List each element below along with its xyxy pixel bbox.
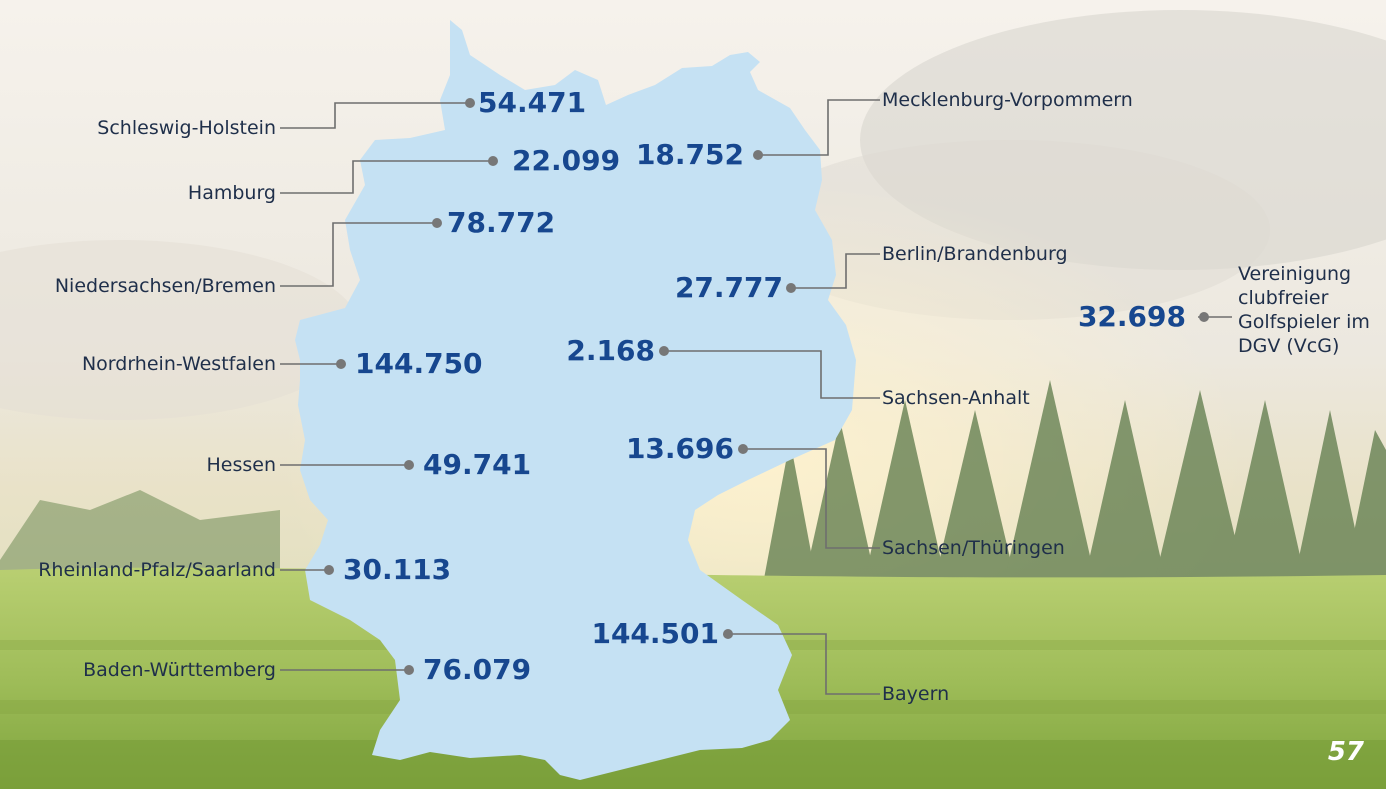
germany-map-shape bbox=[295, 20, 856, 780]
region-value-nordrhein-westfalen: 144.750 bbox=[355, 347, 483, 380]
region-value-niedersachsen-bremen: 78.772 bbox=[447, 206, 556, 239]
region-value-hessen: 49.741 bbox=[423, 448, 532, 481]
region-label-mecklenburg-vorpommern: Mecklenburg-Vorpommern bbox=[882, 89, 1133, 111]
region-label-berlin-brandenburg: Berlin/Brandenburg bbox=[882, 243, 1068, 265]
vcg-value: 32.698 bbox=[1077, 300, 1186, 333]
region-value-schleswig-holstein: 54.471 bbox=[478, 86, 587, 119]
region-value-hamburg: 22.099 bbox=[512, 144, 621, 177]
region-label-hessen: Hessen bbox=[206, 454, 276, 476]
region-value-sachsen-thueringen: 13.696 bbox=[625, 432, 734, 465]
region-label-nordrhein-westfalen: Nordrhein-Westfalen bbox=[81, 353, 276, 375]
region-label-rheinland-pfalz-saarland: Rheinland-Pfalz/Saarland bbox=[38, 559, 276, 581]
region-value-rheinland-pfalz-saarland: 30.113 bbox=[343, 553, 452, 586]
region-label-sachsen-anhalt: Sachsen-Anhalt bbox=[882, 387, 1030, 409]
region-label-hamburg: Hamburg bbox=[187, 182, 276, 204]
page-number: 57 bbox=[1327, 737, 1364, 767]
region-label-sachsen-thueringen: Sachsen/Thüringen bbox=[882, 537, 1065, 559]
region-value-mecklenburg-vorpommern: 18.752 bbox=[635, 138, 744, 171]
region-label-schleswig-holstein: Schleswig-Holstein bbox=[97, 117, 276, 139]
region-label-bayern: Bayern bbox=[882, 683, 950, 705]
region-label-baden-wuerttemberg: Baden-Württemberg bbox=[83, 659, 276, 681]
vcg-label: Vereinigung clubfreier Golfspieler im DG… bbox=[1238, 263, 1370, 357]
region-value-baden-wuerttemberg: 76.079 bbox=[423, 653, 532, 686]
region-value-bayern: 144.501 bbox=[591, 617, 719, 650]
region-value-sachsen-anhalt: 2.168 bbox=[566, 334, 655, 367]
region-value-berlin-brandenburg: 27.777 bbox=[674, 271, 783, 304]
region-label-niedersachsen-bremen: Niedersachsen/Bremen bbox=[54, 275, 276, 297]
